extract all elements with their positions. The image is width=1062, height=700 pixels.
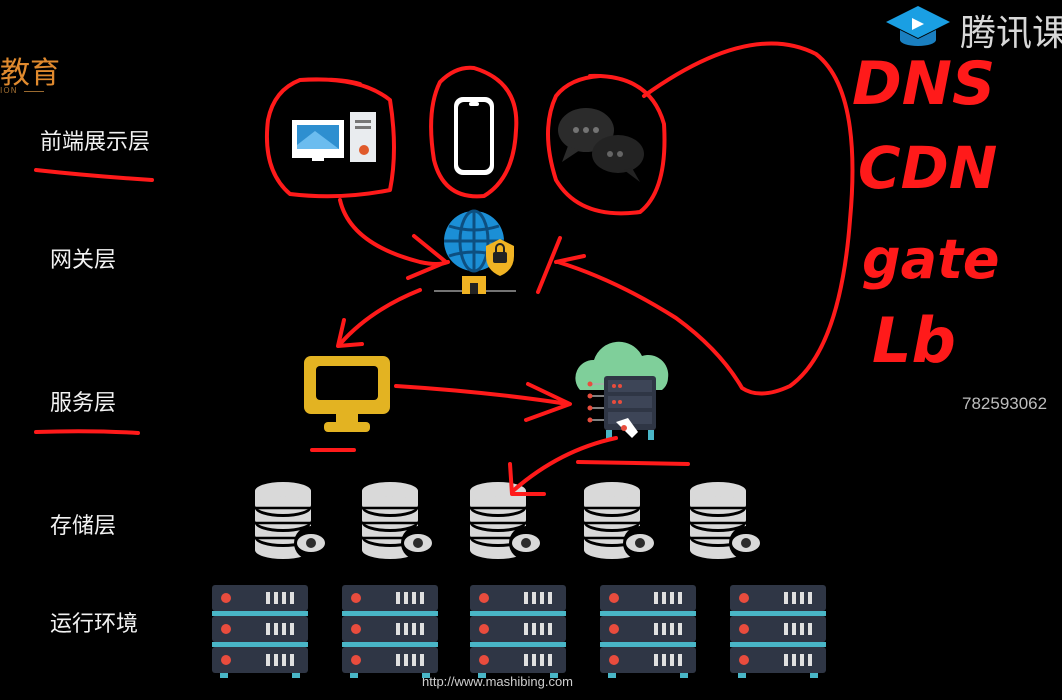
loop-cloud-to-gateway [556, 41, 855, 396]
arrow-desktop-to-gateway-head [406, 234, 448, 280]
footer-url: http://www.mashibing.com [422, 674, 574, 689]
note-gate: gate [862, 228, 1000, 291]
chat-bubbles-icon [558, 108, 644, 182]
arrow-monitor-to-cloud-head [524, 382, 572, 422]
note-cdn: CDN [858, 134, 997, 202]
loop-cloud-to-gateway-head [536, 236, 586, 294]
brand-logo-right: 腾讯课 [960, 4, 1062, 56]
layer-label-frontend: 前端展示层 [40, 130, 151, 155]
smartphone-icon [454, 97, 494, 175]
arrow-gateway-to-monitor [338, 288, 422, 346]
arrow-cloud-to-db [512, 436, 618, 492]
layer-label-storage: 存储层 [50, 514, 117, 539]
circle-chat [546, 73, 667, 216]
circle-phone [429, 65, 519, 199]
note-dns: DNS [852, 49, 995, 119]
brand-logo-left-subtext: ION [0, 86, 18, 95]
underline-cloud-server [576, 460, 690, 466]
yellow-monitor-icon [304, 356, 390, 432]
layer-label-service: 服务层 [50, 391, 117, 416]
layer-label-runtime: 运行环境 [50, 612, 139, 637]
watermark-number: 782593062 [962, 394, 1048, 413]
underline-frontend [34, 168, 154, 182]
circle-desktop [264, 77, 396, 199]
desktop-pc-icon [292, 112, 376, 162]
arrow-monitor-to-cloud [394, 384, 570, 406]
globe-lock-icon [434, 209, 516, 294]
layer-label-gateway: 网关层 [50, 248, 117, 273]
arrow-desktop-to-gateway [338, 198, 450, 266]
handwritten-annotations [34, 41, 855, 496]
server-rack-icon [212, 585, 826, 678]
underline-service [34, 429, 140, 435]
brand-logo-left: 教育 [0, 56, 60, 91]
arrow-cloud-to-db-head [508, 462, 546, 496]
handwritten-notes: DNS CDN gate Lb [852, 49, 1000, 377]
brand-cap-icon [886, 6, 950, 46]
brand-logo-right-text: 腾讯课 [960, 13, 1062, 54]
note-lb: Lb [872, 304, 956, 377]
cloud-server-icon [575, 341, 669, 440]
brand-logo-left-rule [24, 91, 44, 92]
arrow-gateway-to-monitor-head [336, 318, 364, 348]
database-icon [253, 480, 765, 562]
